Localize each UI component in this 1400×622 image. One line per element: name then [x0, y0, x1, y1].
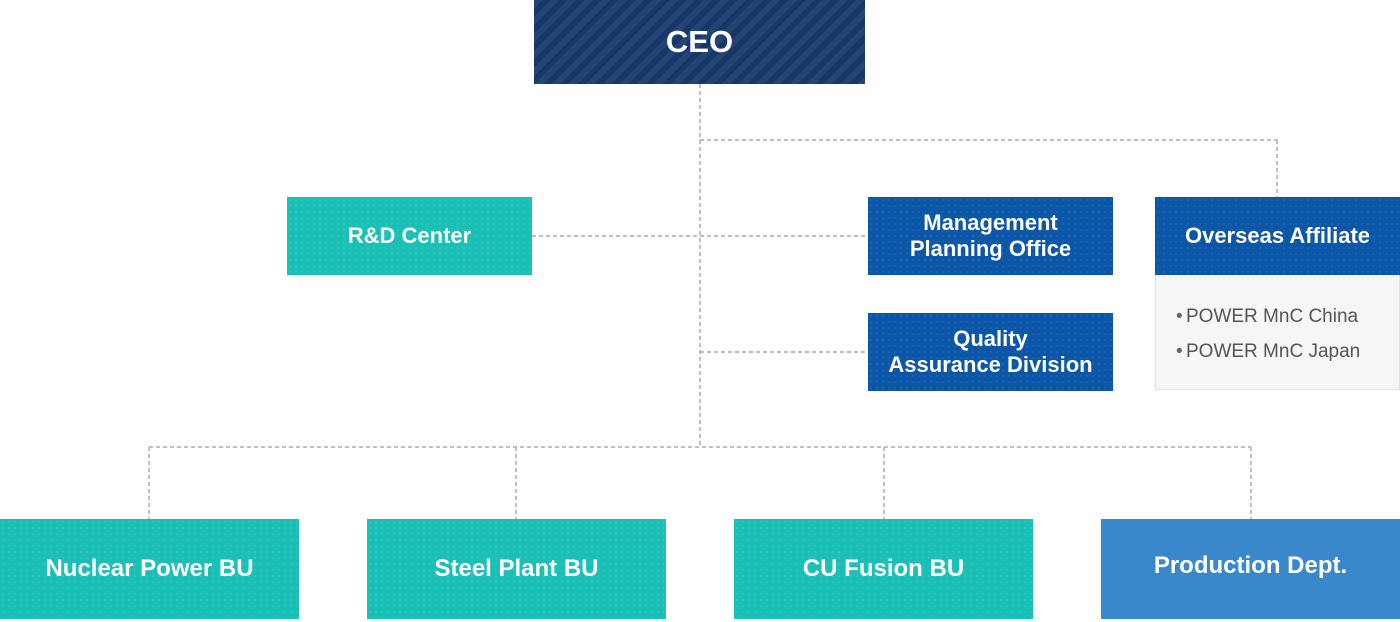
- ceo-node: CEO: [534, 0, 865, 84]
- production-dept-label: Production Dept.: [1153, 552, 1348, 579]
- affiliate-item: • POWER MnC Japan: [1176, 334, 1399, 369]
- management-planning-office-label: Management Planning Office: [909, 210, 1072, 261]
- overseas-affiliate-list: • POWER MnC China • POWER MnC Japan: [1155, 275, 1400, 390]
- steel-plant-bu-label: Steel Plant BU: [434, 555, 599, 582]
- ceo-label: CEO: [665, 24, 734, 59]
- affiliate-item-label: POWER MnC Japan: [1186, 341, 1361, 362]
- nuclear-power-bu-label: Nuclear Power BU: [45, 555, 254, 582]
- affiliate-item: • POWER MnC China: [1176, 299, 1399, 334]
- management-planning-office-node: Management Planning Office: [868, 197, 1113, 275]
- bullet-icon: •: [1176, 341, 1183, 362]
- bullet-icon: •: [1176, 306, 1183, 327]
- rnd-center-node: R&D Center: [287, 197, 532, 275]
- quality-assurance-division-node: Quality Assurance Division: [868, 313, 1113, 391]
- nuclear-power-bu-node: Nuclear Power BU: [0, 519, 299, 619]
- overseas-affiliate-label: Overseas Affiliate: [1184, 223, 1371, 248]
- steel-plant-bu-node: Steel Plant BU: [367, 519, 666, 619]
- production-dept-node: Production Dept.: [1101, 519, 1400, 619]
- affiliate-item-label: POWER MnC China: [1186, 306, 1359, 327]
- cu-fusion-bu-label: CU Fusion BU: [802, 555, 965, 582]
- cu-fusion-bu-node: CU Fusion BU: [734, 519, 1033, 619]
- rnd-center-label: R&D Center: [347, 223, 472, 248]
- quality-assurance-division-label: Quality Assurance Division: [888, 326, 1093, 377]
- overseas-affiliate-node: Overseas Affiliate: [1155, 197, 1400, 275]
